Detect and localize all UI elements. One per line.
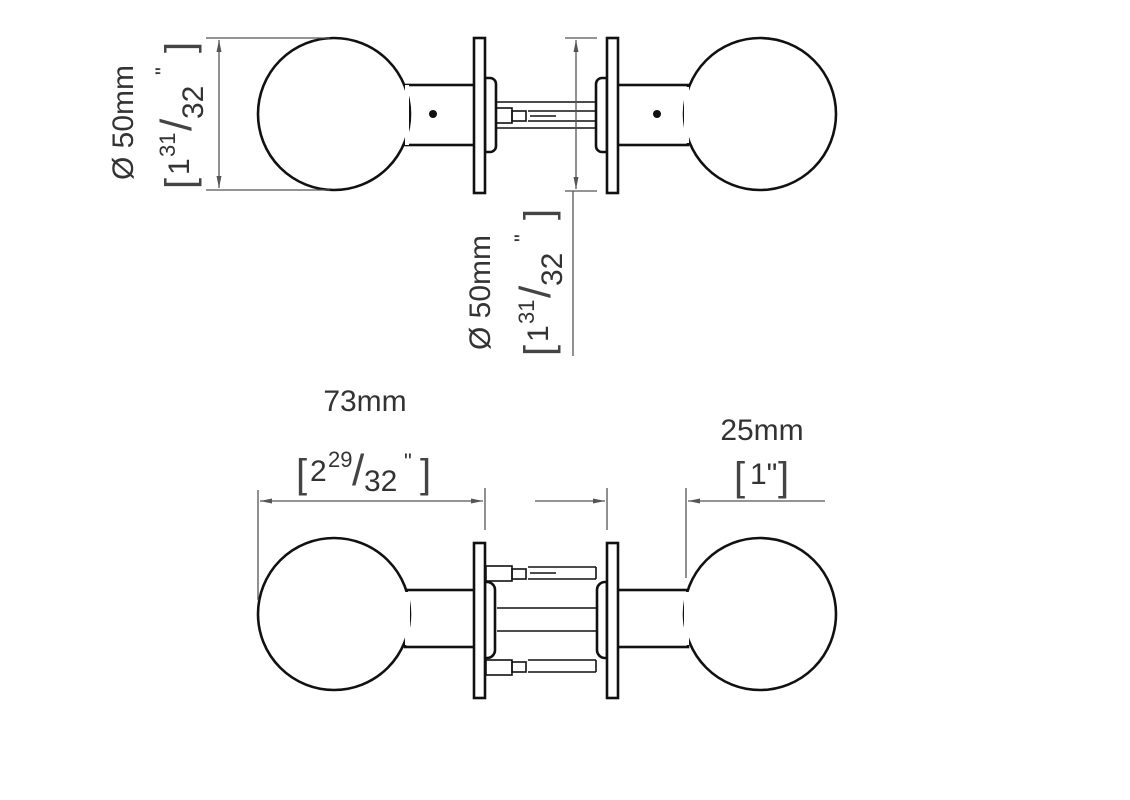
right-rose-lug <box>595 580 609 660</box>
set-screw-icon <box>429 110 437 118</box>
neck-length-dimension: 25mm [ 1" ] <box>535 414 825 578</box>
right-knob-neck <box>614 83 690 147</box>
svg-text:1: 1 <box>163 158 196 175</box>
svg-text:/: / <box>352 446 365 495</box>
svg-text:/: / <box>152 118 201 131</box>
right-knob-ball <box>682 36 838 192</box>
svg-text:]: ] <box>778 455 789 499</box>
left-rose-lug <box>483 580 497 660</box>
left-knob-neck <box>403 588 477 649</box>
rose-diameter-mm-label: Ø 50mm <box>464 235 497 350</box>
svg-text:": " <box>151 67 176 75</box>
svg-text:[: [ <box>517 345 561 356</box>
top-view-assembly <box>256 36 838 195</box>
svg-text:": " <box>510 234 535 242</box>
left-rose-plate <box>472 36 487 195</box>
right-rose-plate <box>605 36 620 195</box>
svg-text:1: 1 <box>522 325 555 342</box>
svg-text:]: ] <box>420 452 431 496</box>
svg-text:32: 32 <box>364 465 397 498</box>
right-rose-lug <box>594 76 609 154</box>
set-screw-icon <box>653 110 661 118</box>
knob-diameter-dimension: Ø 50mm [ 1 31 / 32 " ] <box>107 37 330 191</box>
svg-text:2: 2 <box>310 455 327 488</box>
svg-text:]: ] <box>158 42 202 53</box>
svg-text:/: / <box>511 285 560 298</box>
svg-text:[: [ <box>734 455 745 499</box>
projection-mm-label: 73mm <box>323 385 406 418</box>
left-rose-plate <box>472 541 487 700</box>
projection-dimension: 73mm [ 2 29 / 32 " ] <box>257 385 486 600</box>
svg-text:32: 32 <box>177 86 210 119</box>
right-knob-ball <box>682 536 838 692</box>
svg-text:": " <box>404 449 412 474</box>
svg-text:31: 31 <box>514 300 539 324</box>
spindle <box>497 607 596 632</box>
right-rose-plate <box>605 541 620 700</box>
left-knob-ball <box>256 36 412 192</box>
svg-text:[: [ <box>296 452 307 496</box>
spindle <box>497 101 596 129</box>
svg-text:32: 32 <box>536 253 569 286</box>
svg-text:[: [ <box>158 178 202 189</box>
svg-text:31: 31 <box>155 133 180 157</box>
left-knob-neck <box>403 83 477 147</box>
neck-length-inch-label: 1" <box>750 458 777 491</box>
bottom-view-assembly <box>256 536 838 700</box>
right-knob-neck <box>614 588 690 649</box>
svg-text:]: ] <box>517 209 561 220</box>
neck-length-mm-label: 25mm <box>720 414 803 447</box>
left-knob-ball <box>256 536 412 692</box>
knob-diameter-mm-label: Ø 50mm <box>107 65 140 180</box>
rose-diameter-dimension: Ø 50mm [ 1 31 / 32 " ] <box>464 37 597 356</box>
svg-text:29: 29 <box>328 447 352 472</box>
left-rose-lug <box>483 76 498 154</box>
